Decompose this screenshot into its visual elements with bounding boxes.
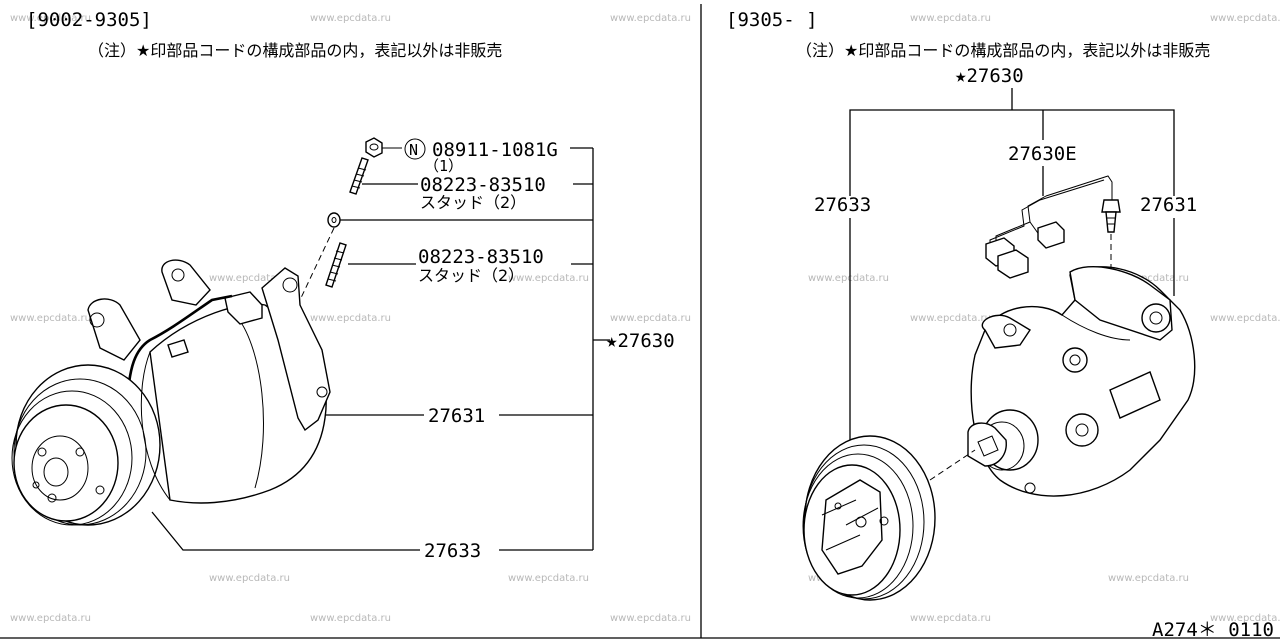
harness-connector xyxy=(985,175,1121,300)
watermark: www.epcdata.ru xyxy=(10,613,91,624)
left-pulley-label: 27633 xyxy=(424,540,481,562)
left-panel: [9002-9305] （注）★印部品コードの構成部品の内，表記以外は非販売 xyxy=(11,9,675,562)
nut-symbol-circle xyxy=(404,138,426,160)
watermark: www.epcdata.ru xyxy=(610,13,691,24)
stud-upper-part-number: 08223-83510 xyxy=(420,174,546,196)
watermark: www.epcdata.ru xyxy=(1210,13,1280,24)
nut-quantity: （1） xyxy=(424,157,463,175)
watermark: www.epcdata.ru xyxy=(910,613,991,624)
right-body-label: 27631 xyxy=(1140,194,1197,216)
watermark: www.epcdata.ru xyxy=(310,13,391,24)
right-assembly-label: ★27630 xyxy=(955,65,1024,87)
watermark: www.epcdata.ru xyxy=(10,13,91,24)
diagram-code: A274＊ 0110 xyxy=(1152,619,1274,640)
harness-wire xyxy=(126,294,233,393)
nut xyxy=(365,137,383,158)
left-callouts: 08911-1081G （1） 08223-83510 スタッド（2） 0822… xyxy=(151,139,675,562)
watermark: www.epcdata.ru xyxy=(610,613,691,624)
washer xyxy=(327,212,341,228)
left-note: （注）★印部品コードの構成部品の内，表記以外は非販売 xyxy=(88,41,502,60)
pulley xyxy=(802,435,936,601)
watermark: www.epcdata.ru xyxy=(209,273,290,284)
nut-symbol: N xyxy=(409,141,418,159)
left-assembly-label: ★27630 xyxy=(606,330,675,352)
watermark: www.epcdata.ru xyxy=(209,573,290,584)
watermark: www.epcdata.ru xyxy=(1108,573,1189,584)
nut-part-number: 08911-1081G xyxy=(432,139,558,161)
left-date-range: [9002-9305] xyxy=(26,9,152,31)
compressor-drawing-late xyxy=(967,265,1196,497)
stud-lower-part-number: 08223-83510 xyxy=(418,246,544,268)
stud-upper xyxy=(349,157,369,195)
watermark: www.epcdata.ru xyxy=(10,313,91,324)
watermark: www.epcdata.ru xyxy=(1210,313,1280,324)
watermark: www.epcdata.ru xyxy=(310,313,391,324)
watermark: www.epcdata.ru xyxy=(508,273,589,284)
stud-upper-description: スタッド（2） xyxy=(420,193,526,212)
watermark: www.epcdata.ru xyxy=(1108,273,1189,284)
watermark: www.epcdata.ru xyxy=(610,313,691,324)
watermark: www.epcdata.ru xyxy=(310,613,391,624)
watermark: www.epcdata.ru xyxy=(508,573,589,584)
right-harness-label: 27630E xyxy=(1008,143,1077,165)
watermark: www.epcdata.ru xyxy=(910,313,991,324)
left-body-label: 27631 xyxy=(428,405,485,427)
fastener-parts: N xyxy=(299,137,426,301)
right-pulley-label: 27633 xyxy=(814,194,871,216)
watermark: www.epcdata.ru xyxy=(910,13,991,24)
right-panel: [9305- ] （注）★印部品コードの構成部品の内，表記以外は非販売 ★276… xyxy=(726,9,1274,640)
watermark: www.epcdata.ru xyxy=(808,273,889,284)
right-date-range: [9305- ] xyxy=(726,9,818,31)
right-note: （注）★印部品コードの構成部品の内，表記以外は非販売 xyxy=(796,41,1210,60)
watermark: www.epcdata.ru xyxy=(1210,613,1280,624)
compressor-drawing-early xyxy=(11,259,331,526)
stud-lower xyxy=(325,242,347,288)
stud-lower-description: スタッド（2） xyxy=(418,266,524,285)
